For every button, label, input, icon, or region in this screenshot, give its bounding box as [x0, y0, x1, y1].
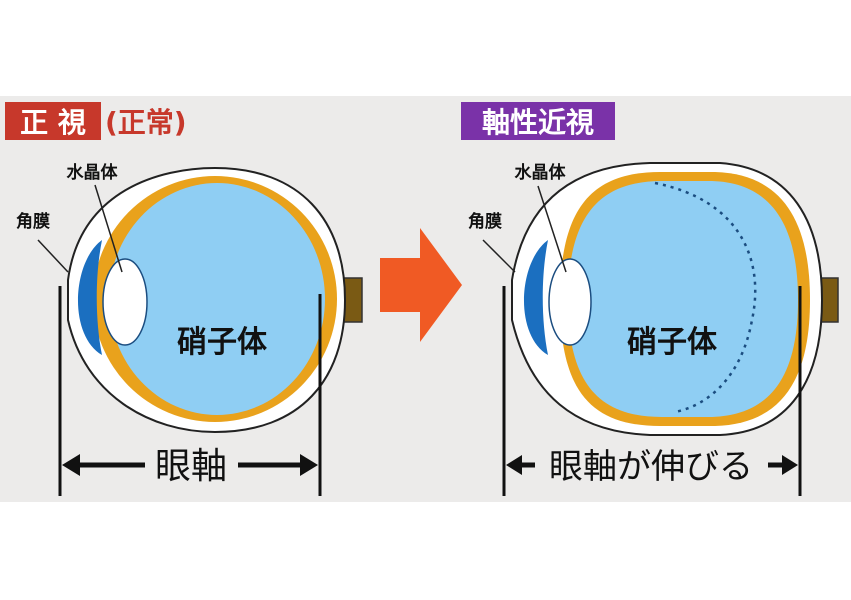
lens-pointer	[537, 185, 567, 273]
myopia-title-badge	[461, 102, 615, 140]
arrowhead-right-icon	[300, 454, 318, 476]
axis-label: 眼軸が伸びる	[549, 447, 753, 487]
lens-label: 水晶体	[515, 162, 567, 183]
transition-arrow-icon	[380, 228, 462, 342]
myopia-title: 軸性近視	[482, 106, 594, 139]
vitreous-label: 硝子体	[177, 325, 268, 360]
axis-label: 眼軸	[155, 446, 227, 487]
vitreous	[568, 181, 798, 417]
normal-eye: 正 視 (正常) 水晶体 角膜 硝子体 眼軸	[5, 102, 363, 496]
normal-title: 正 視	[20, 106, 86, 139]
cornea-label: 角膜	[468, 211, 502, 232]
vitreous	[109, 183, 325, 415]
cornea-label: 角膜	[16, 211, 50, 232]
lens	[548, 258, 592, 346]
normal-subtitle: (正常)	[105, 106, 187, 139]
cornea	[523, 240, 548, 355]
arrowhead-left-icon	[506, 455, 522, 475]
cornea-pointer	[37, 239, 69, 273]
cornea	[77, 240, 102, 355]
lens-label: 水晶体	[67, 162, 119, 183]
cornea-pointer	[482, 239, 516, 273]
normal-eye-outline-dotted	[654, 181, 757, 414]
normal-title-badge	[5, 102, 101, 140]
myopia-eye: 軸性近視 水晶体 角膜 硝子体 眼軸が伸びる	[461, 102, 839, 496]
lens	[102, 258, 148, 346]
vitreous-label: 硝子体	[627, 325, 718, 360]
arrowhead-left-icon	[62, 454, 80, 476]
lens-pointer	[94, 184, 123, 273]
arrowhead-right-icon	[782, 455, 798, 475]
